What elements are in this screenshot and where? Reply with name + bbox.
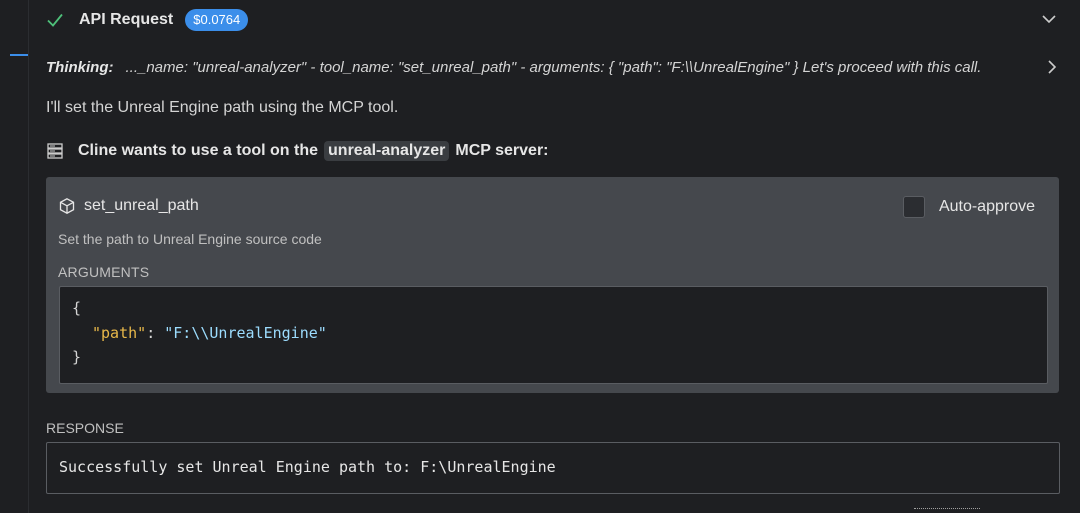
auto-approve-checkbox[interactable] [902, 196, 925, 218]
code-key-value-line: "path": "F:\\UnrealEngine" [92, 324, 327, 342]
left-gutter [0, 0, 29, 513]
response-box: Successfully set Unreal Engine path to: … [46, 442, 1060, 494]
server-name-chip: unreal-analyzer [324, 141, 450, 161]
server-icon [46, 142, 64, 160]
response-label: RESPONSE [46, 420, 124, 436]
thinking-text: ..._name: "unreal-analyzer" - tool_name:… [125, 58, 982, 76]
mcp-request-line: Cline wants to use a tool on the unreal-… [46, 141, 549, 161]
chevron-down-icon[interactable] [1040, 10, 1058, 28]
code-open-brace: { [72, 299, 82, 317]
tool-description: Set the path to Unreal Engine source cod… [58, 231, 322, 247]
thinking-label: Thinking: [46, 58, 114, 76]
json-key: "path" [92, 324, 147, 342]
check-icon [45, 10, 65, 30]
json-colon: : [146, 324, 165, 342]
response-text: Successfully set Unreal Engine path to: … [59, 458, 556, 476]
scroll-indicator [914, 508, 980, 511]
arguments-label: ARGUMENTS [58, 264, 150, 280]
chat-panel: API Request $0.0764 Thinking: ..._name: … [29, 0, 1080, 513]
arguments-code: { "path": "F:\\UnrealEngine" } [59, 286, 1048, 384]
code-close-brace: } [72, 348, 82, 366]
thinking-row[interactable]: Thinking: ..._name: "unreal-analyzer" - … [46, 57, 1064, 77]
tool-name-row: set_unreal_path [58, 197, 199, 215]
mcp-suffix: MCP server: [455, 142, 549, 159]
api-request-header[interactable]: API Request $0.0764 [45, 8, 1064, 32]
auto-approve-toggle[interactable]: Auto-approve [902, 196, 1035, 218]
mcp-prefix: Cline wants to use a tool on the [78, 142, 319, 159]
json-value: "F:\\UnrealEngine" [164, 324, 327, 342]
api-request-title: API Request [79, 11, 174, 28]
chevron-right-icon[interactable] [1044, 58, 1060, 76]
cube-icon [58, 197, 76, 215]
cost-badge: $0.0764 [185, 9, 249, 31]
assistant-message: I'll set the Unreal Engine path using th… [46, 99, 399, 116]
auto-approve-label: Auto-approve [938, 198, 1035, 215]
tool-name: set_unreal_path [84, 197, 199, 214]
tool-card: set_unreal_path Auto-approve Set the pat… [46, 177, 1059, 393]
gutter-indicator [10, 54, 28, 56]
